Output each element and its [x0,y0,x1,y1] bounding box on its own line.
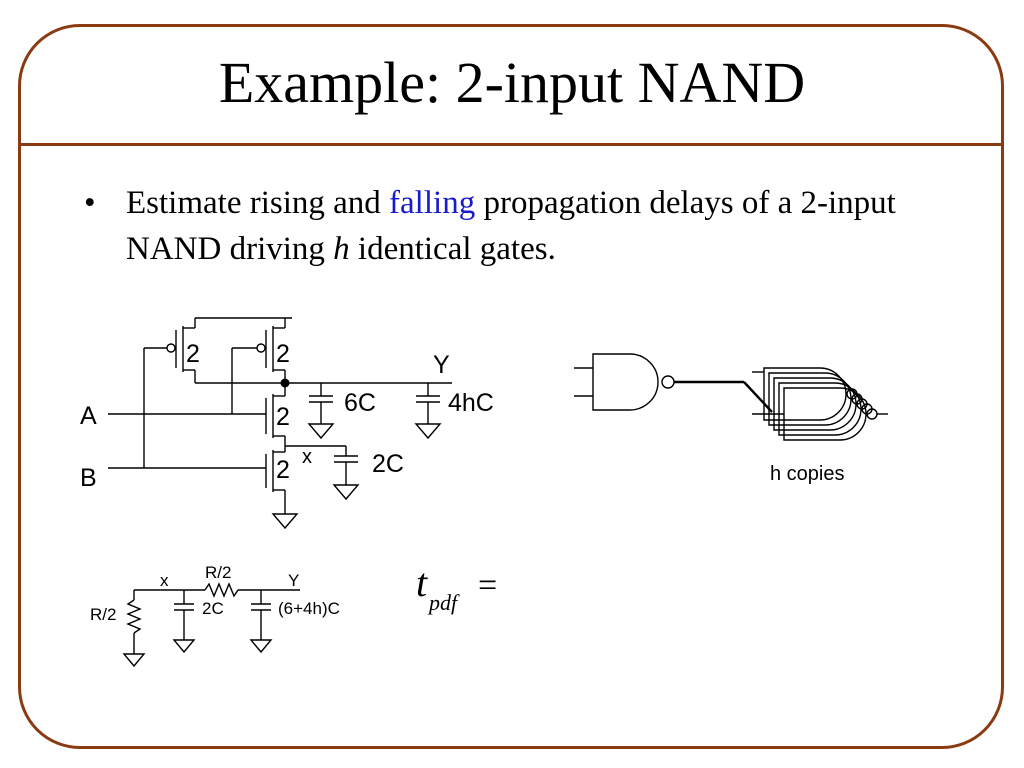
bullet-text-part-b: propagation delays of a 2-input NAND dri… [126,185,896,267]
equation-subscript: pdf [427,590,460,615]
tpdf-equation: t pdf = [416,560,497,615]
rc-r-series-label: R/2 [205,563,231,582]
bullet-text-part-a: Estimate rising and [126,185,390,221]
driver-nand-gate [592,353,659,411]
cap-2c-label: 2C [372,450,404,478]
pmos-left-size: 2 [186,340,200,368]
bullet-text: Estimate rising and falling propagation … [126,180,966,272]
bullet-symbol: • [84,185,96,221]
nand-schematic: 2 2 2 2 Y 6C 4hC x 2C A B [80,317,494,530]
bullet-highlight-falling: falling [389,185,476,221]
left-resistor [126,599,142,634]
title-divider [18,143,1004,146]
cap-4hc-label: 4hC [448,389,494,417]
cap-6c [307,383,335,440]
output-label: Y [433,351,450,379]
pmos-left [144,318,196,383]
equation-equals: = [478,567,497,604]
pmos-right [231,318,286,414]
nmos-top-size: 2 [276,403,290,431]
rc-model: R/2 R/2 x Y 2C (6+4h)C [90,563,340,668]
rc-node-y-label: Y [288,571,299,590]
ground-symbol [271,513,299,530]
rc-cap-y-label: (6+4h)C [278,599,340,618]
bullet-text-part-c: identical gates. [349,231,556,267]
nand-gate-fanout: h copies [574,353,888,485]
cap-6c-label: 6C [344,389,376,417]
cap-2c [332,446,360,501]
input-a-label: A [80,402,97,430]
slide-title: Example: 2-input NAND [218,50,806,115]
cap-4hc [414,383,442,440]
equation-t: t [416,560,428,605]
bullet-variable-h: h [333,231,350,267]
rc-cap-x-label: 2C [202,599,224,618]
rc-node-x-label: x [160,571,169,590]
rc-r-left-label: R/2 [90,605,116,624]
nmos-bottom-size: 2 [276,456,290,484]
nmos-top [108,383,286,446]
nmos-bottom [108,446,299,530]
input-b-label: B [80,464,97,492]
series-resistor [204,582,239,598]
driver-bubble [661,375,675,389]
pmos-right-size: 2 [276,340,290,368]
node-x-label: x [302,446,312,468]
load-gate-stack [752,367,888,441]
h-copies-label: h copies [770,463,845,485]
slide-frame [18,24,1004,749]
